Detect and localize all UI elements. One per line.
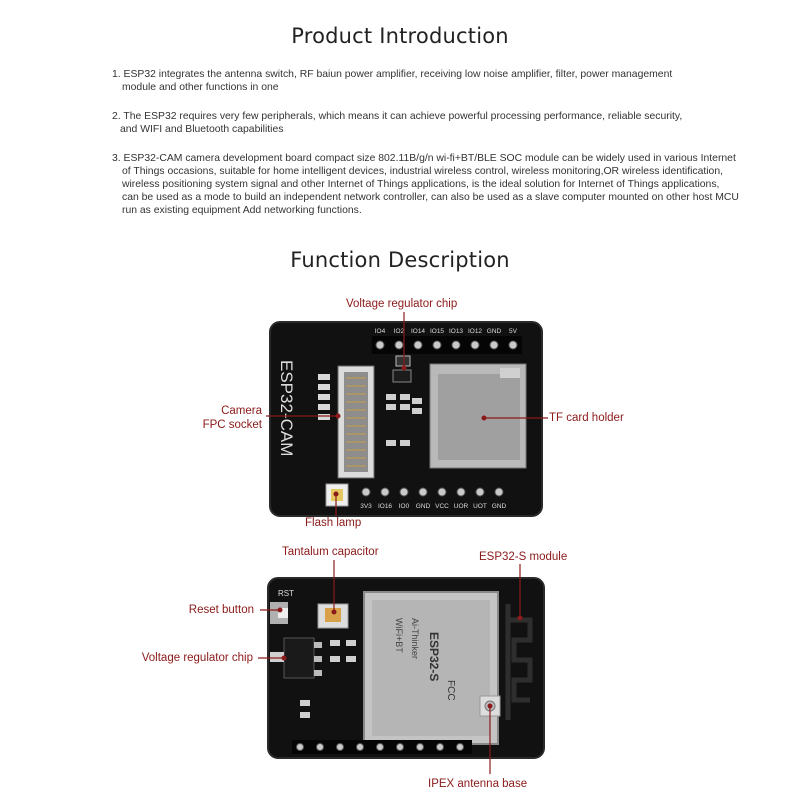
reset-button-part [270,602,288,624]
header-pin [380,487,390,497]
intro-paragraph-3: 3. ESP32-CAM camera development board co… [112,152,772,217]
callout-camera-fpc-socket: Camera FPC socket [186,404,262,432]
header-pin [316,743,324,751]
voltage-regulator-chip-top [392,355,412,383]
pin-label: IO0 [399,503,410,510]
header-pin [508,340,518,350]
module-text-fcc: FCC [445,680,456,701]
bottom-board: RST ESP32-S Ai-Thinker WiFi+BT FCC [267,577,545,759]
header-pin [494,487,504,497]
header-pin [451,340,461,350]
bottom-board-pins [296,743,464,751]
header-pin [296,743,304,751]
paragraph-line: wireless positioning system signal and o… [122,179,720,190]
pin-label: IO4 [375,328,386,335]
pcb-antenna [505,604,533,720]
callout-voltage-regulator-top: Voltage regulator chip [346,298,458,310]
voltage-regulator-chip-bottom [270,637,322,679]
intro-paragraph-1: 1. ESP32 integrates the antenna switch, … [112,68,772,94]
pin-label: UOT [473,503,487,510]
callout-camera-line2: FPC socket [202,419,262,431]
paragraph-line: 1. ESP32 integrates the antenna switch, … [112,69,673,80]
header-pin [489,340,499,350]
paragraph-line: and WIFI and Bluetooth capabilities [120,124,284,135]
bottom-callout-lines [258,560,521,774]
esp32-s-module-part: ESP32-S Ai-Thinker WiFi+BT FCC [363,591,499,745]
header-pin [470,340,480,350]
pin-label: UOR [454,503,469,510]
pin-label: VCC [435,503,449,510]
bottom-pin-labels: 3V3 IO16 IO0 GND VCC UOR UOT GND [360,503,506,510]
product-introduction-title: Product Introduction [291,24,509,48]
bottom-pin-row [361,487,504,497]
pin-label: GND [416,503,431,510]
header-pin [396,743,404,751]
top-pin-row [375,340,518,350]
paragraph-line: 3. ESP32-CAM camera development board co… [112,153,736,164]
pin-label: GND [487,328,502,335]
callout-tf-card-holder: TF card holder [549,412,624,424]
top-pin-labels: IO4 IO2 IO14 IO15 IO13 IO12 GND 5V [375,328,518,335]
pin-label: IO15 [430,328,444,335]
pin-label: GND [492,503,507,510]
pin-label: 3V3 [360,503,372,510]
header-pin [399,487,409,497]
header-pin [394,340,404,350]
module-text-esp32s: ESP32-S [427,632,441,681]
pin-label: IO12 [468,328,482,335]
callout-esp32-s-module: ESP32-S module [479,551,568,563]
pin-label: IO2 [394,328,405,335]
pin-label: IO16 [378,503,392,510]
callout-ipex-antenna-base: IPEX antenna base [428,778,528,790]
tf-card-holder [429,363,527,469]
header-pin [336,743,344,751]
callout-voltage-regulator-bottom: Voltage regulator chip [141,652,253,664]
function-description-title: Function Description [290,248,510,272]
paragraph-line: of Things occasions, suitable for home i… [122,166,724,177]
callout-tantalum-capacitor: Tantalum capacitor [282,546,379,558]
header-pin [475,487,485,497]
camera-fpc-socket [337,365,375,479]
header-pin [436,743,444,751]
header-pin [437,487,447,497]
pin-label: IO14 [411,328,425,335]
paragraph-line: can be used as a mode to build an indepe… [122,192,739,203]
tantalum-capacitor-part [317,603,349,629]
header-pin [361,487,371,497]
header-pin [416,743,424,751]
header-pin [356,743,364,751]
rst-silkscreen: RST [278,589,294,598]
header-pin [413,340,423,350]
callout-flash-lamp: Flash lamp [305,517,362,529]
header-pin [376,743,384,751]
module-text-wifi: WiFi+BT [394,618,404,653]
pin-label: 5V [509,328,518,335]
callout-camera-line1: Camera [221,405,262,417]
header-pin [375,340,385,350]
module-text-maker: Ai-Thinker [410,618,420,659]
ipex-antenna-base-part [479,695,501,717]
header-pin [418,487,428,497]
intro-paragraph-2: 2. The ESP32 requires very few periphera… [112,110,772,136]
top-pin-header [372,336,522,354]
header-pin [456,743,464,751]
top-callout-lines [266,312,548,516]
header-pin [432,340,442,350]
pin-label: IO13 [449,328,463,335]
paragraph-line: module and other functions in one [122,82,279,93]
paragraph-line: run as existing equipment Add networking… [122,205,362,216]
header-pin [456,487,466,497]
paragraph-line: 2. The ESP32 requires very few periphera… [112,111,683,122]
esp32-cam-silkscreen: ESP32-CAM [277,360,296,456]
callout-reset-button: Reset button [188,604,254,616]
